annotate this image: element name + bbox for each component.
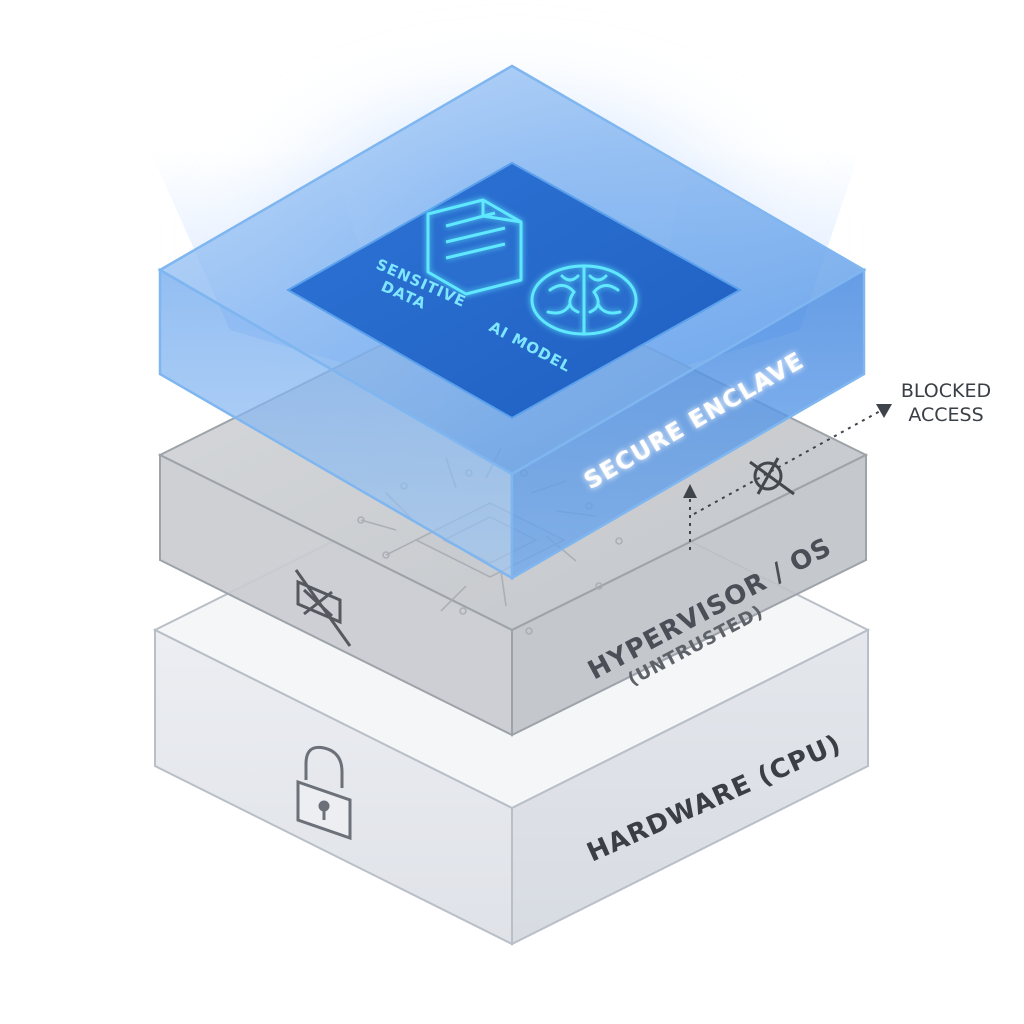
blocked-access-callout: [689, 409, 883, 550]
hypervisor-right-face: [511, 453, 867, 737]
blocked-arrows-icon: [294, 569, 352, 647]
document-icon: [426, 198, 523, 296]
hardware-right-face: [511, 628, 869, 946]
arrow-head-up: [683, 484, 697, 498]
brain-icon: [530, 264, 638, 336]
crossed-out-circle-icon: [749, 457, 795, 496]
blocked-access-label-line1: BLOCKED: [901, 380, 991, 402]
padlock-icon: [296, 745, 352, 841]
secure-enclave-layer: SENSITIVE DATA AI MODEL SECURE ENCLAVE: [157, 30, 867, 581]
arrow-head-right: [876, 404, 892, 418]
enclave-right-face: [510, 267, 866, 581]
enclave-inner-panel: [285, 161, 743, 420]
blocked-access-label-line2: ACCESS: [908, 404, 983, 426]
